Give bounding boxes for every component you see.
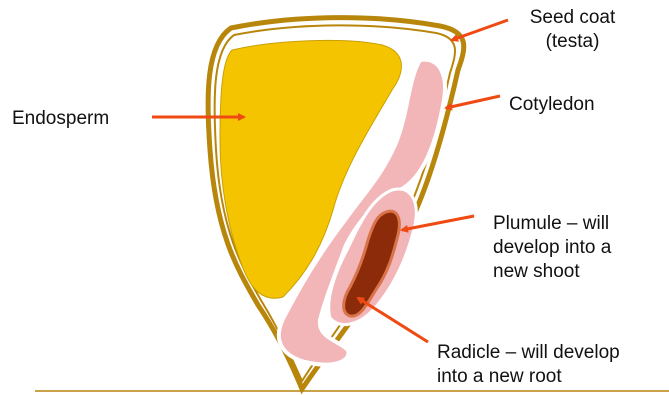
- seed-coat-arrow: [452, 20, 508, 40]
- seed-coat-label-line-2: (testa): [515, 30, 630, 54]
- plumule-label-line-3: new shoot: [493, 260, 611, 284]
- seed-coat-label: Seed coat (testa): [515, 6, 630, 54]
- plumule-label-line-2: develop into a: [493, 236, 611, 260]
- cotyledon-arrow: [446, 96, 500, 108]
- plumule-label-line-1: Plumule – will: [493, 212, 611, 236]
- seed-coat-label-line-1: Seed coat: [515, 6, 630, 30]
- cotyledon-label: Cotyledon: [509, 93, 595, 117]
- endosperm-label: Endosperm: [12, 107, 109, 131]
- radicle-label-line-1: Radicle – will develop: [437, 341, 620, 365]
- plumule-label: Plumule – will develop into a new shoot: [493, 212, 611, 284]
- radicle-label-line-2: into a new root: [437, 365, 620, 389]
- radicle-label: Radicle – will develop into a new root: [437, 341, 620, 389]
- radicle-arrow: [358, 298, 428, 342]
